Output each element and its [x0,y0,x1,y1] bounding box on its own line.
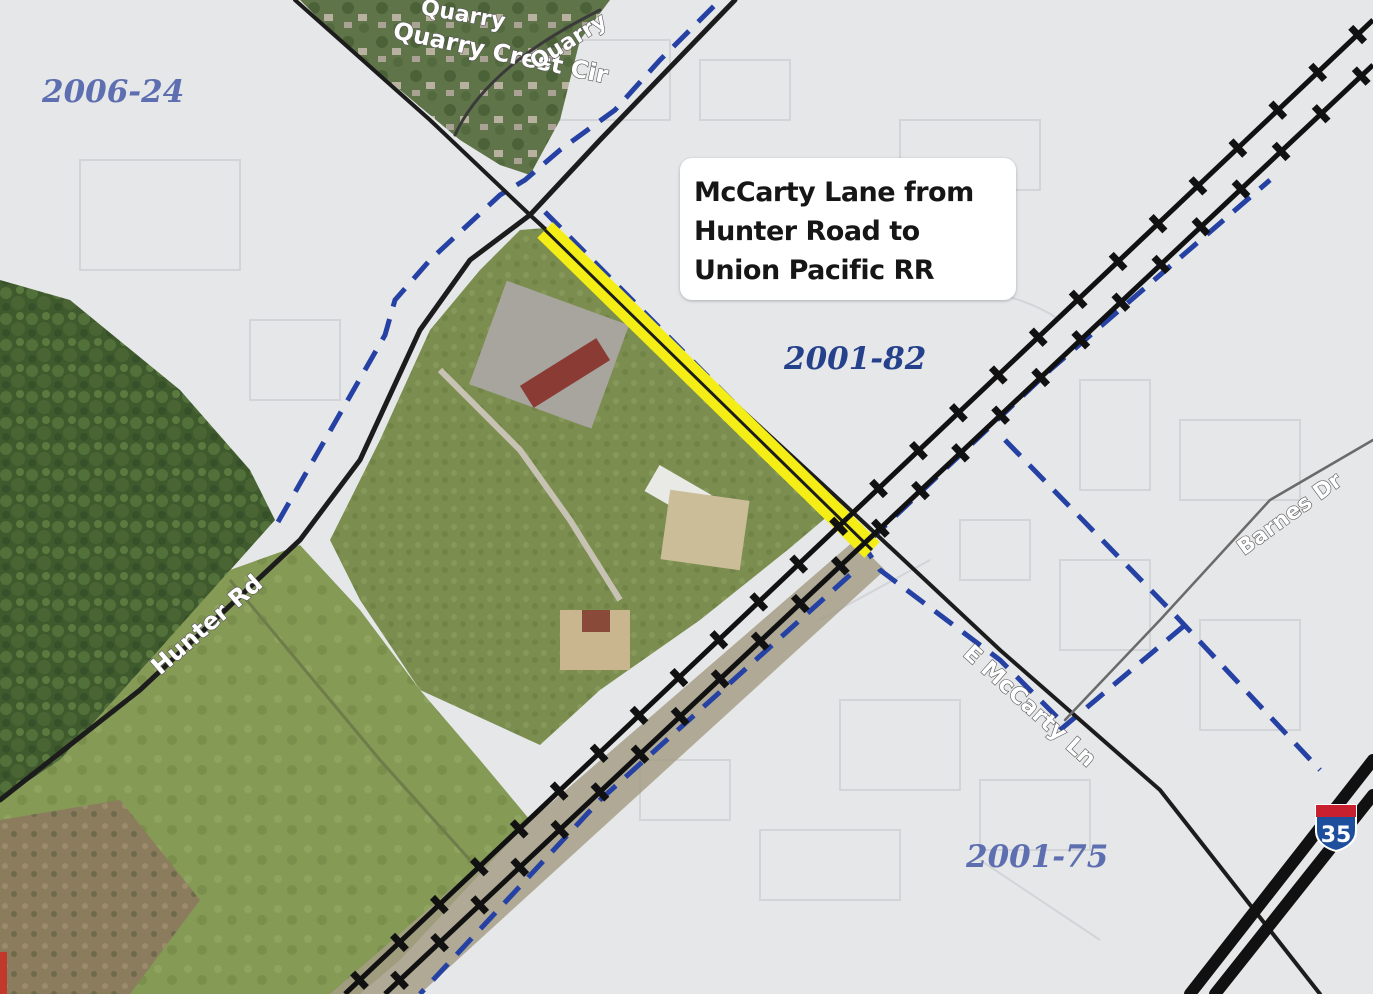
campus-path [437,367,623,602]
rail-tie [790,593,810,614]
callout-line-3: Union Pacific RR [694,255,935,286]
neighborhood-aerial [300,0,610,175]
road-barnes-dr [1063,438,1373,722]
boundary-railside-lower [418,573,852,994]
rail-tie [430,932,450,953]
rail-tie [1231,179,1251,199]
rail-tie [909,440,928,461]
campus-aerial [330,228,835,745]
rail-tie [1228,138,1248,158]
rail-tie [1271,141,1291,162]
rail-tie [709,630,729,650]
rail-tie [870,518,890,538]
rail-tie [1188,176,1208,196]
road-mccarty-ln [293,0,1322,994]
rail-tie [1031,367,1051,388]
rail-tie [629,705,649,726]
zone-label-2006-24: 2006-24 [41,74,184,110]
rail-tie [829,516,849,536]
sand-lot [660,489,750,571]
rail-tie [390,932,409,953]
rail-tie [670,706,690,727]
boundary-2001-82-diag [543,210,1062,722]
rail-tie [750,631,770,651]
rail-tie [1071,330,1091,350]
highlight-mccarty-segment[interactable] [537,222,880,558]
corner-accent [0,952,7,994]
callout-line-2: Hunter Road to [694,216,920,247]
rail-tie [1028,327,1048,347]
boundary-2006-24-west [275,0,722,524]
building-small [582,610,610,632]
rail-tie [1348,24,1368,45]
rail-tie [429,894,449,915]
rail-tie [948,403,968,423]
rail-tie [510,857,530,877]
rail-tie [991,405,1011,425]
project-callout: McCarty Lane from Hunter Road to Union P… [680,158,1016,300]
rail-tie [1191,217,1211,237]
road-interstate [1184,754,1373,994]
rail-tie [710,669,730,689]
rail-tie [911,480,930,501]
rail-tie [869,478,888,499]
rail-tie [350,970,369,990]
road-hunter-rd [0,0,738,803]
road-quarry [453,8,602,137]
soil-lower-left [0,800,200,994]
rail-tie [988,365,1008,385]
rail-tie [589,743,609,763]
rail-tie [1311,104,1331,124]
boundary-2001-75-east [1003,438,1322,772]
zone-label-2001-75: 2001-75 [965,839,1108,875]
rail-tie [1151,254,1171,275]
rail-tie [669,667,689,688]
rail-tie [630,744,650,764]
rail-tie [749,592,769,612]
rail-tie [789,554,809,574]
rail-tie [1268,100,1288,120]
rail-tie [1351,66,1371,86]
railroad-tracks [343,18,1373,994]
rail-tie [1148,214,1168,234]
zone-label-2001-82: 2001-82 [783,341,926,377]
field-divider [228,579,472,862]
rail-tie [1308,62,1328,83]
parking-lot [469,280,629,429]
building-red-roof [519,338,611,408]
rail-tie [470,895,490,915]
rail-tie [390,970,409,990]
shield-number: 35 [1321,823,1352,848]
rail-tie [509,819,529,839]
rail-tie [549,781,569,801]
rail-tie [590,782,610,802]
woodland-aerial [0,280,275,800]
rail-tie [830,556,850,576]
rail-tie [1108,251,1128,272]
rail-tie [1111,292,1131,312]
rail-track-north [343,18,1373,994]
rail-tie [550,819,570,840]
boundary-2001-75-inner [1058,623,1187,732]
rail-tie [1068,289,1088,310]
interstate-shield-icon: 35 [1315,804,1357,853]
rail-tie [469,857,489,877]
rail-tie [951,443,970,463]
callout-line-1: McCarty Lane from [694,177,974,208]
